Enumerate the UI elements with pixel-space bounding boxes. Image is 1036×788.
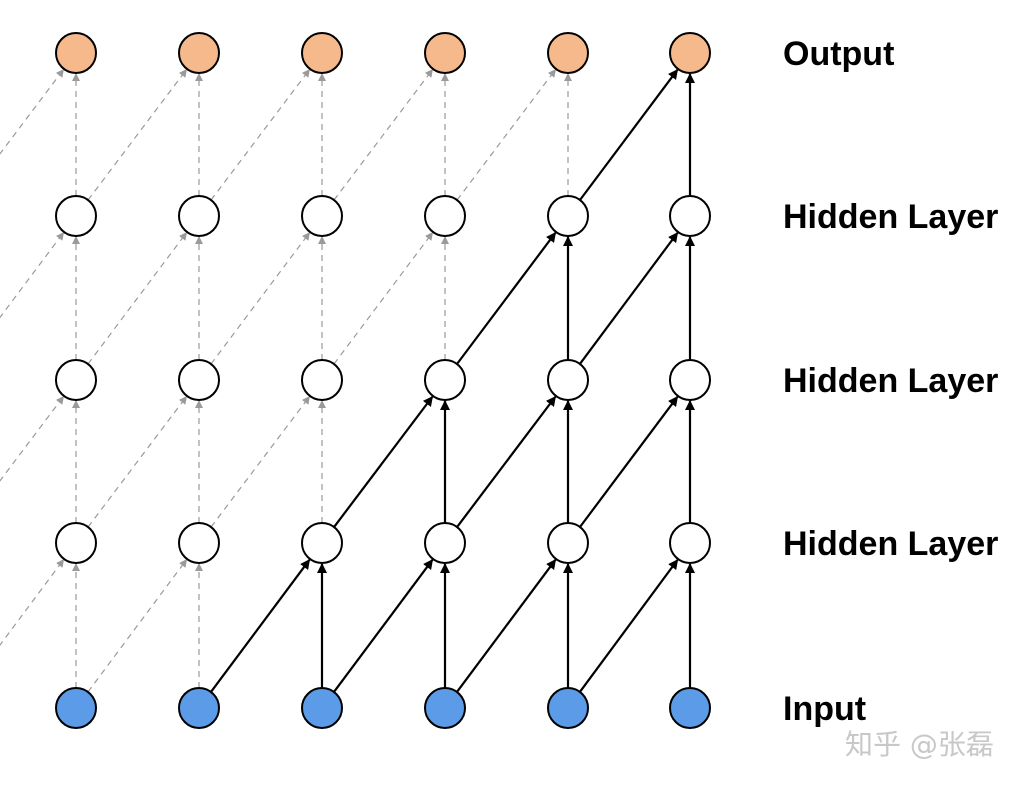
edge-diagonal [456,395,557,528]
input-node [178,687,220,729]
watermark: 知乎 @张磊 [845,728,994,761]
input-node [55,687,97,729]
hidden-layer-label: Hidden Layer [783,525,998,563]
hidden-node [178,522,220,564]
hidden-layer-label: Hidden Layer [783,198,998,236]
edge-diagonal [456,232,557,365]
hidden-node [424,359,466,401]
edge-diagonal-offscreen [0,559,65,646]
edge-diagonal [333,232,433,365]
edge-diagonal [210,559,311,693]
input-node [424,687,466,729]
hidden-node [547,195,589,237]
output-node [547,32,589,74]
edge-diagonal-offscreen [0,232,65,319]
output-node [301,32,343,74]
output-layer-label: Output [783,35,894,73]
input-node [669,687,711,729]
hidden-node [301,522,343,564]
hidden-node [424,522,466,564]
edge-diagonal [456,68,556,201]
hidden-node [669,359,711,401]
connections-group [0,68,695,693]
edge-diagonal [333,68,433,201]
edge-diagonal [87,232,187,365]
hidden-node [301,195,343,237]
hidden-node [424,195,466,237]
hidden-node [547,359,589,401]
edge-diagonal [579,559,679,693]
hidden-node [178,195,220,237]
nodes-group [55,32,711,729]
edge-diagonal [456,559,557,693]
edge-diagonal [333,559,434,693]
edge-diagonal [87,559,188,693]
edge-diagonal [333,395,434,528]
input-node [547,687,589,729]
output-node [178,32,220,74]
edge-diagonal [210,68,310,201]
hidden-node [178,359,220,401]
input-layer-label: Input [783,690,866,728]
edge-diagonal-offscreen [0,68,64,155]
edge-diagonal [579,69,679,201]
hidden-node [669,195,711,237]
edge-diagonal [210,232,310,365]
input-node [301,687,343,729]
hidden-node [669,522,711,564]
hidden-layer-label: Hidden Layer [783,362,998,400]
output-node [669,32,711,74]
hidden-node [55,359,97,401]
edge-diagonal [579,232,679,365]
hidden-node [55,195,97,237]
edge-diagonal [579,396,679,528]
hidden-node [55,522,97,564]
output-node [424,32,466,74]
edge-diagonal-offscreen [0,395,64,482]
hidden-node [547,522,589,564]
output-node [55,32,97,74]
edge-diagonal [210,395,310,528]
edge-diagonal [87,68,187,201]
edge-diagonal [87,395,187,528]
hidden-node [301,359,343,401]
